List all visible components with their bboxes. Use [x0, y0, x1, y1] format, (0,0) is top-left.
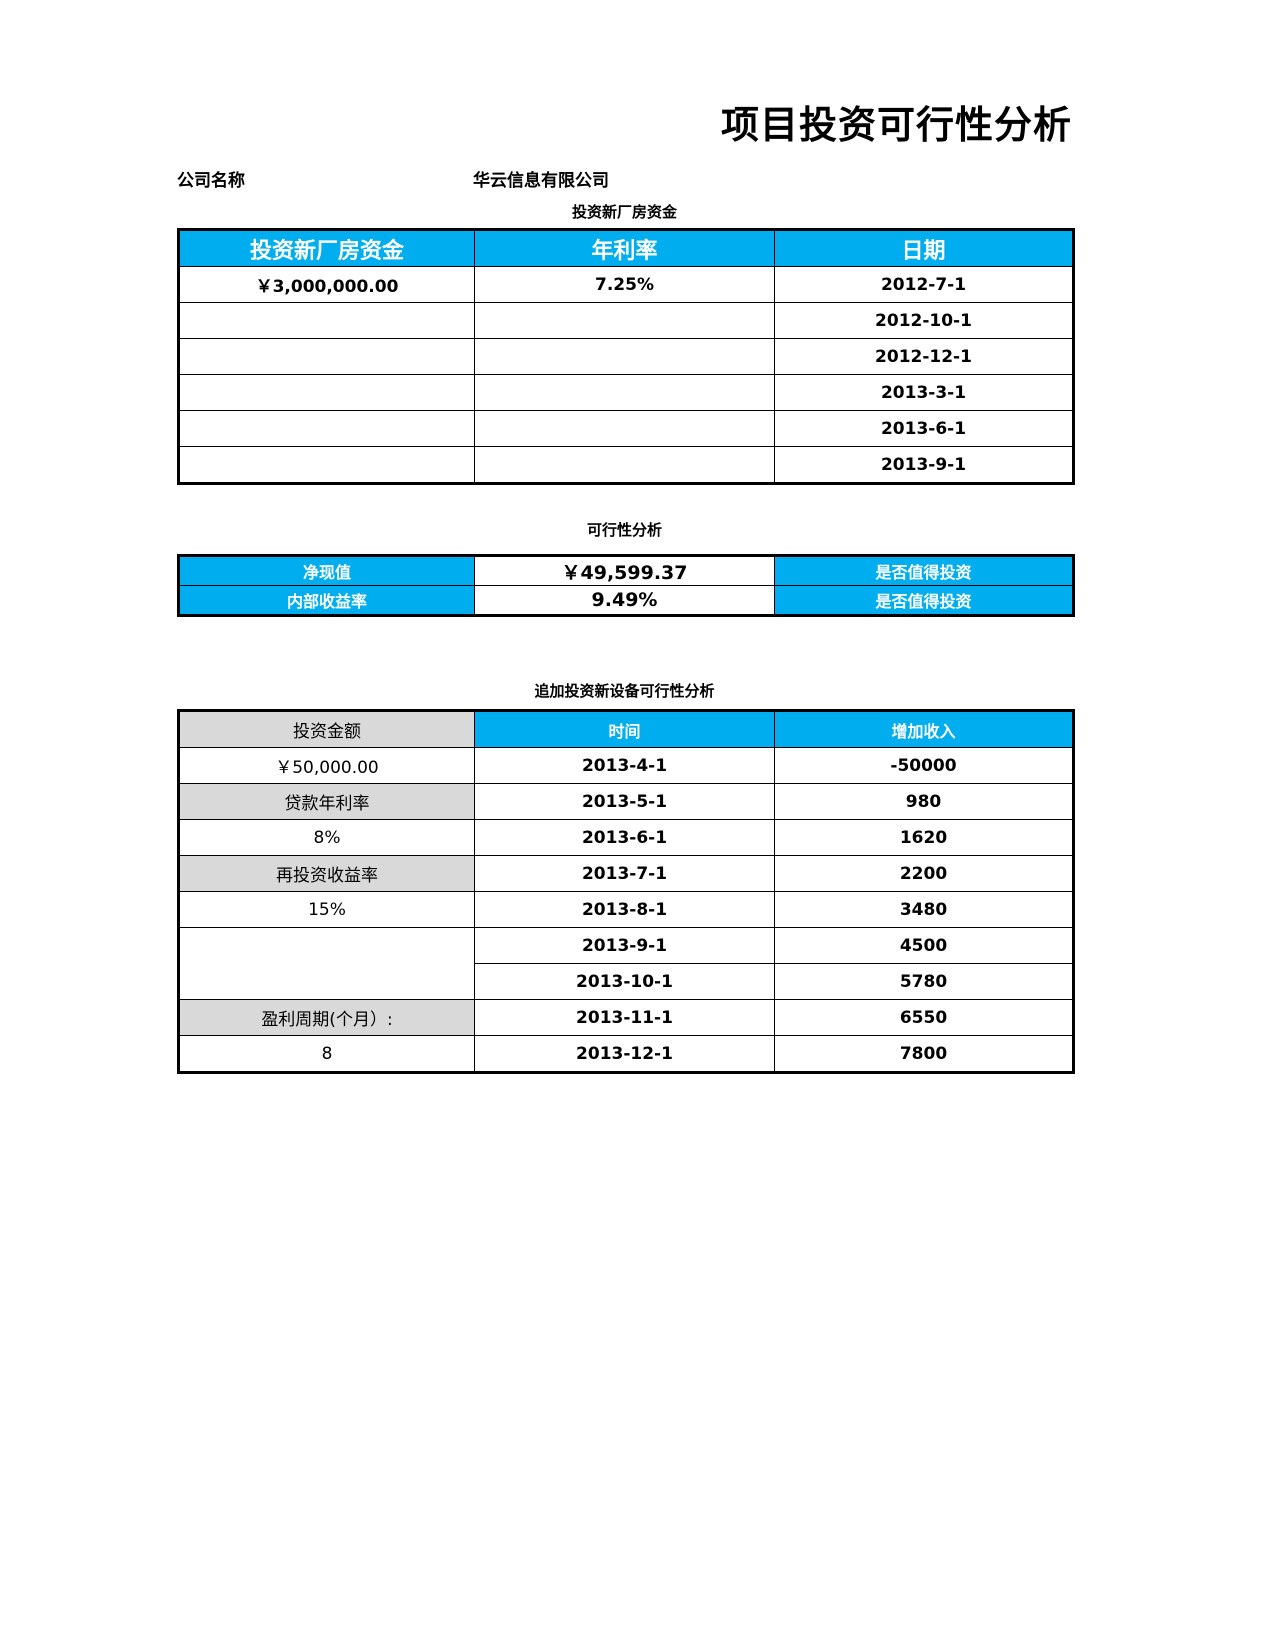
table-row: 贷款年利率 2013-5-1 980: [178, 783, 1074, 820]
table-row: 2013-9-1 4500: [178, 927, 1074, 1000]
company-name-value[interactable]: 华云信息有限公司: [473, 171, 609, 191]
cell-loan-date[interactable]: 2012-10-1: [774, 302, 1074, 339]
column-header-time: 时间: [474, 710, 775, 748]
cell-blank-merged[interactable]: [178, 927, 475, 1000]
table-row: 8 2013-12-1 7800: [178, 1035, 1074, 1073]
column-header-date: 日期: [774, 229, 1074, 267]
table-header-row: 投资新厂房资金 年利率 日期: [178, 229, 1074, 267]
cell-time[interactable]: 2013-8-1: [474, 891, 775, 928]
table-row: ￥50,000.00 2013-4-1 -50000: [178, 747, 1074, 784]
cell-npv-value[interactable]: ￥49,599.37: [474, 555, 775, 586]
cell-time[interactable]: 2013-6-1: [474, 819, 775, 856]
cell-loan-amount[interactable]: [178, 338, 475, 375]
row-label-npv: 净现值: [178, 555, 475, 586]
table-row: 2013-6-1: [178, 410, 1074, 447]
table-header-row: 投资金额 时间 增加收入: [178, 710, 1074, 748]
table-row: 净现值 ￥49,599.37 是否值得投资: [178, 555, 1074, 586]
table-row: 8% 2013-6-1 1620: [178, 819, 1074, 856]
cell-loan-amount[interactable]: ￥3,000,000.00: [178, 266, 475, 303]
cell-loan-date[interactable]: 2013-6-1: [774, 410, 1074, 447]
cell-loan-rate[interactable]: [474, 410, 775, 447]
cell-income[interactable]: -50000: [774, 747, 1074, 784]
column-header-income: 增加收入: [774, 710, 1074, 748]
cell-loan-rate[interactable]: [474, 302, 775, 339]
cell-time[interactable]: 2013-12-1: [474, 1035, 775, 1073]
equipment-section-caption: 追加投资新设备可行性分析: [534, 682, 715, 700]
cell-loan-date[interactable]: 2013-3-1: [774, 374, 1074, 411]
table-row: 2013-9-1: [178, 446, 1074, 484]
cell-time[interactable]: 2013-9-1: [474, 927, 775, 964]
table-row: 盈利周期(个月）: 2013-11-1 6550: [178, 999, 1074, 1036]
table-row: 2012-10-1: [178, 302, 1074, 339]
table-row: ￥3,000,000.00 7.25% 2012-7-1: [178, 266, 1074, 303]
cell-loan-annual-rate[interactable]: 8%: [178, 819, 475, 856]
cell-loan-rate[interactable]: [474, 446, 775, 484]
cell-loan-amount[interactable]: [178, 410, 475, 447]
cell-loan-amount[interactable]: [178, 374, 475, 411]
cell-profit-cycle[interactable]: 8: [178, 1035, 475, 1073]
cell-npv-verdict: 是否值得投资: [774, 555, 1074, 586]
cell-income[interactable]: 980: [774, 783, 1074, 820]
feasibility-section-caption: 可行性分析: [586, 521, 662, 539]
table-row: 内部收益率 9.49% 是否值得投资: [178, 585, 1074, 616]
cell-time[interactable]: 2013-7-1: [474, 855, 775, 892]
loan-section-caption: 投资新厂房资金: [571, 203, 677, 221]
cell-loan-date[interactable]: 2012-12-1: [774, 338, 1074, 375]
cell-investment-amount[interactable]: ￥50,000.00: [178, 747, 475, 784]
loan-table: 投资新厂房资金 年利率 日期 ￥3,000,000.00 7.25% 2012-…: [177, 228, 1075, 485]
equipment-table: 投资金额 时间 增加收入 ￥50,000.00 2013-4-1 -50000 …: [177, 709, 1075, 1074]
cell-loan-rate[interactable]: [474, 338, 775, 375]
cell-reinvest-return-rate[interactable]: 15%: [178, 891, 475, 928]
table-row: 2013-10-1 5780: [179, 963, 1074, 1000]
column-header-rate: 年利率: [474, 229, 775, 267]
row-label-irr: 内部收益率: [178, 585, 475, 616]
cell-time[interactable]: 2013-4-1: [474, 747, 775, 784]
cell-time[interactable]: 2013-5-1: [474, 783, 775, 820]
cell-income[interactable]: 6550: [774, 999, 1074, 1036]
cell-time[interactable]: 2013-11-1: [474, 999, 775, 1036]
page-title: 项目投资可行性分析: [720, 103, 1072, 147]
label-reinvest-return-rate: 再投资收益率: [178, 855, 475, 892]
cell-loan-amount[interactable]: [178, 446, 475, 484]
cell-income[interactable]: 3480: [774, 891, 1074, 928]
label-loan-annual-rate: 贷款年利率: [178, 783, 475, 820]
table-row: 2013-3-1: [178, 374, 1074, 411]
cell-loan-amount[interactable]: [178, 302, 475, 339]
table-row: 15% 2013-8-1 3480: [178, 891, 1074, 928]
column-header-amount: 投资新厂房资金: [178, 229, 475, 267]
table-row: 再投资收益率 2013-7-1 2200: [178, 855, 1074, 892]
feasibility-table: 净现值 ￥49,599.37 是否值得投资 内部收益率 9.49% 是否值得投资: [177, 554, 1075, 617]
cell-loan-date[interactable]: 2013-9-1: [774, 446, 1074, 484]
cell-irr-verdict: 是否值得投资: [774, 585, 1074, 616]
cell-loan-rate[interactable]: 7.25%: [474, 266, 775, 303]
cell-income[interactable]: 5780: [774, 963, 1074, 1000]
label-profit-cycle: 盈利周期(个月）:: [178, 999, 475, 1036]
table-row: 2012-12-1: [178, 338, 1074, 375]
cell-income[interactable]: 4500: [774, 927, 1074, 964]
company-name-label: 公司名称: [177, 171, 245, 191]
cell-income[interactable]: 2200: [774, 855, 1074, 892]
cell-loan-date[interactable]: 2012-7-1: [774, 266, 1074, 303]
cell-income[interactable]: 1620: [774, 819, 1074, 856]
cell-irr-value[interactable]: 9.49%: [474, 585, 775, 616]
column-header-investment-amount: 投资金额: [178, 710, 475, 748]
cell-loan-rate[interactable]: [474, 374, 775, 411]
cell-time[interactable]: 2013-10-1: [474, 963, 775, 1000]
cell-income[interactable]: 7800: [774, 1035, 1074, 1073]
company-row: 公司名称 华云信息有限公司: [177, 166, 1072, 191]
